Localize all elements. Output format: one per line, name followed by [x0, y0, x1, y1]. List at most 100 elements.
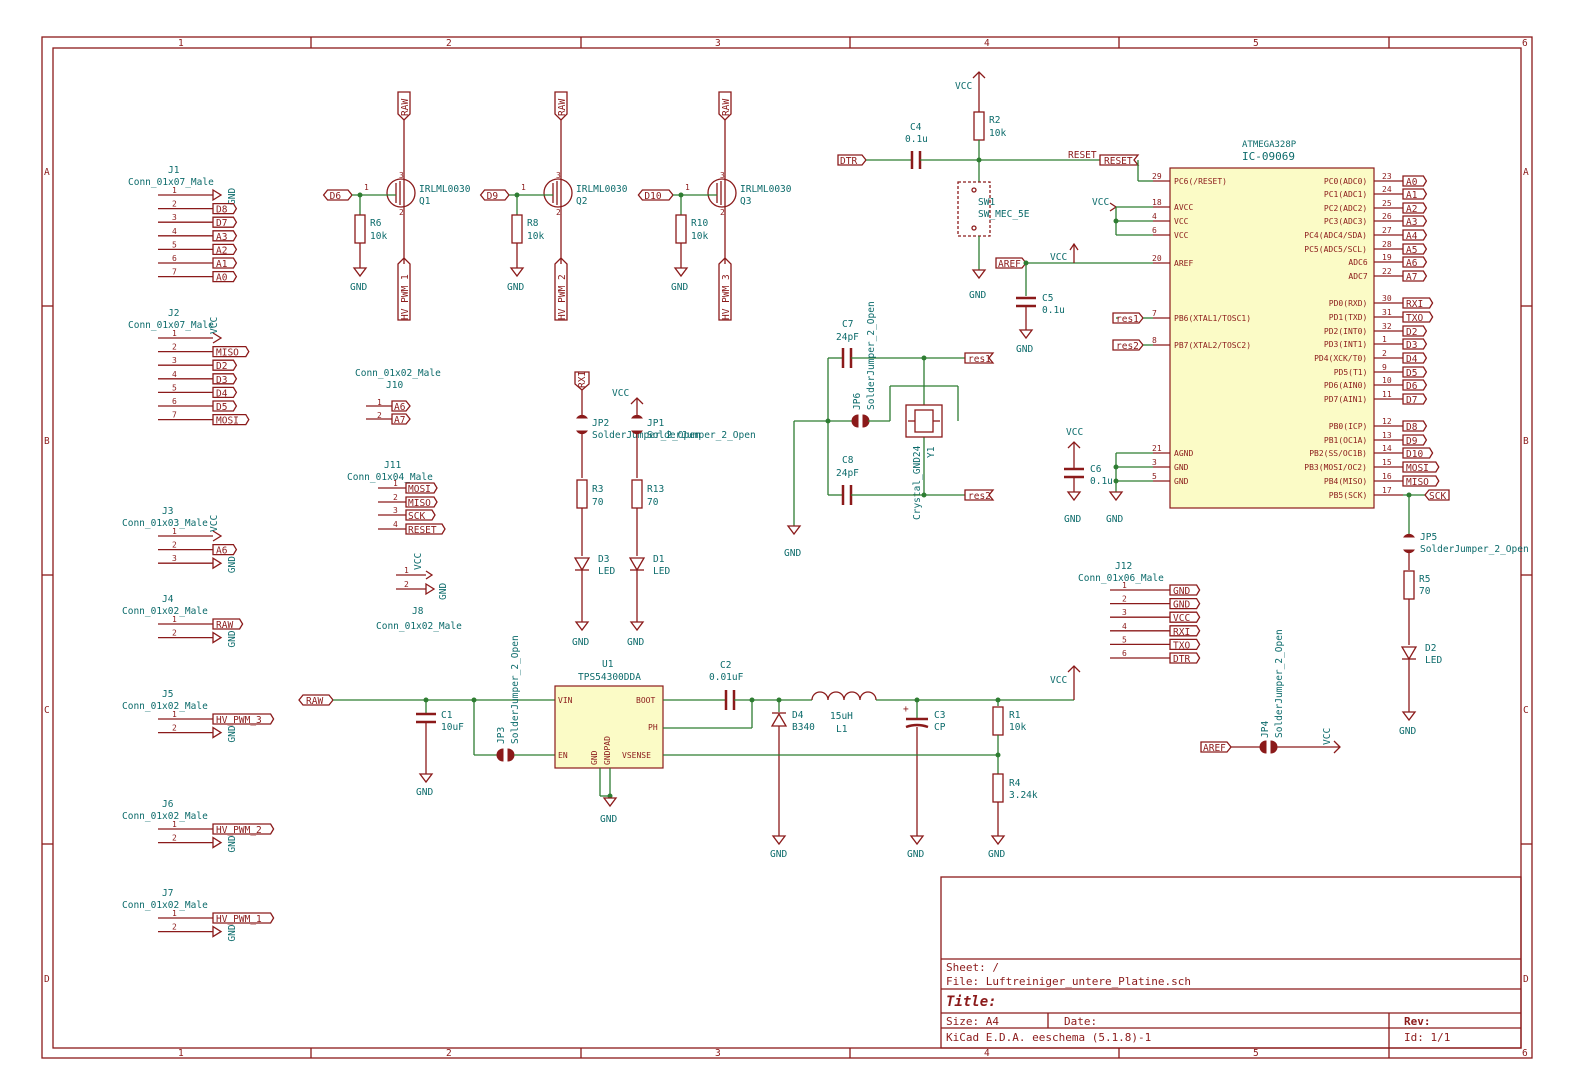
net-label: HV_PWM_3 — [216, 715, 262, 726]
gnd-symbol — [212, 557, 223, 570]
row-label-c-right: C — [1523, 705, 1529, 716]
d4-gnd: GND — [770, 849, 787, 860]
net-label-box — [1402, 243, 1428, 255]
net-label-box — [212, 413, 250, 426]
reset-net: RESET — [1068, 150, 1097, 161]
connector-pin-number: 4 — [172, 370, 177, 379]
mcu-net-label: MOSI — [1406, 463, 1429, 474]
row-label-a: A — [44, 167, 50, 178]
connector-pin-number: 2 — [1122, 595, 1127, 604]
net-label-box — [1402, 215, 1428, 227]
u1-pin-gndpad: GNDPAD — [603, 736, 612, 765]
crystal-gnd: GND — [784, 548, 801, 559]
mcu-pin-name: PB4(MISO) — [1324, 477, 1367, 486]
d3-gnd: GND — [572, 637, 589, 648]
mcu-pin-number: 12 — [1382, 417, 1392, 426]
net-label-box — [1402, 379, 1428, 391]
r2-ref: R2 — [989, 115, 1000, 126]
net-label: MOSI — [216, 416, 239, 427]
resistor-value: 10k — [691, 231, 708, 242]
connector-pin-number: 1 — [172, 329, 177, 338]
net-label-box — [1402, 420, 1428, 432]
pin-number: 1 — [364, 183, 369, 192]
mcu-pin-number: 32 — [1382, 322, 1392, 331]
connector-pin-number: 2 — [172, 724, 177, 733]
mcu-net-label: D6 — [1406, 381, 1418, 392]
mcu-pin-number: 1 — [1382, 335, 1387, 344]
gnd-label: GND — [227, 835, 238, 852]
mcu-pin-number: 16 — [1382, 472, 1392, 481]
net-label-box — [212, 373, 238, 385]
resistor-ref: R10 — [691, 218, 708, 229]
net-label-box — [212, 216, 238, 228]
jp4-aref-jumper: AREF JP4 SolderJumper_2_Open VCC — [1200, 629, 1341, 754]
mcu-pin-number: 8 — [1152, 336, 1157, 345]
connector-ref: J4 — [162, 594, 174, 605]
gnd-label: GND — [227, 188, 238, 205]
jp1-ref: JP1 — [647, 418, 664, 429]
connector-pin-number: 2 — [172, 923, 177, 932]
connector-pin-number: 1 — [172, 527, 177, 536]
j10-ref: J10 — [386, 380, 403, 391]
jp4-vcc: VCC — [1322, 728, 1333, 745]
d4-ref: D4 — [792, 710, 804, 721]
mcu-pin-name: GND — [1174, 477, 1189, 486]
connector-pin-number: 2 — [172, 541, 177, 550]
vcc-label: VCC — [209, 317, 220, 334]
connector-pin-number: 2 — [172, 629, 177, 638]
mcu-net-label: A0 — [1406, 177, 1418, 188]
net-label-box — [1402, 338, 1428, 350]
connector-pin-number: 3 — [172, 356, 177, 365]
net-label-box — [1402, 256, 1428, 268]
j11-value: Conn_01x04_Male — [347, 472, 433, 483]
net-label: A0 — [216, 273, 228, 284]
net-label: D4 — [216, 388, 228, 399]
j8-net-gnd: GND — [438, 583, 449, 600]
connector-pin-number: 4 — [1122, 622, 1127, 631]
pin-number: 2 — [720, 208, 725, 217]
connector-pin-number: 2 — [172, 343, 177, 352]
d2-value: LED — [1425, 655, 1442, 666]
connector-net-label: GND — [1173, 586, 1190, 597]
mcu-pin-number: 31 — [1382, 308, 1392, 317]
net-label: A6 — [216, 546, 228, 557]
net-label: HV_PWM_1 — [216, 914, 262, 925]
j8-ref: J8 — [412, 606, 424, 617]
net-label-box — [1402, 352, 1428, 364]
net-label-box — [1169, 625, 1201, 637]
mcu-pin-number: 21 — [1152, 444, 1162, 453]
mcu-vcc: VCC — [1092, 197, 1109, 208]
mcu-net-label: A1 — [1406, 190, 1418, 201]
drain-net-label: RAW — [400, 99, 411, 116]
mcu-net-label: D7 — [1406, 395, 1417, 406]
mcu-pin-name: PB7(XTAL2/TOSC2) — [1174, 341, 1251, 350]
net-label-box — [1169, 638, 1201, 651]
connector-pin-number: 3 — [172, 554, 177, 563]
mcu-ref: IC-09069 — [1242, 150, 1295, 163]
j12-value: Conn_01x06_Male — [1078, 573, 1164, 584]
j10-net-a7: A7 — [394, 415, 405, 426]
r4-value: 3.24k — [1009, 790, 1038, 801]
net-label-box — [397, 91, 411, 121]
net-label-box — [212, 618, 244, 630]
connector-net-label: GND — [1173, 600, 1190, 611]
u1-pin-gnd: GND — [590, 750, 599, 765]
connector-value: Conn_01x07_Male — [128, 320, 214, 331]
y1-ref: Y1 — [926, 446, 937, 458]
j11-net-reset: RESET — [408, 525, 437, 536]
mcu-pin-number: 5 — [1152, 472, 1157, 481]
crystal-res2: res2 — [968, 491, 991, 502]
mcu-net-label: D10 — [1406, 449, 1423, 460]
j11-net-sck: SCK — [408, 511, 425, 522]
jp2-ref: JP2 — [592, 418, 609, 429]
u1-value: TPS54300DDA — [578, 672, 641, 683]
net-label: HV_PWM_2 — [216, 825, 262, 836]
connector-net-label: VCC — [1173, 613, 1190, 624]
mcu-pin-name: PB5(SCK) — [1329, 491, 1368, 500]
resistor-value: 10k — [527, 231, 544, 242]
u1-pin-vsense: VSENSE — [622, 751, 651, 760]
mosfet-body — [707, 178, 737, 208]
r4-gnd: GND — [988, 849, 1005, 860]
pin-number: 3 — [399, 171, 404, 180]
